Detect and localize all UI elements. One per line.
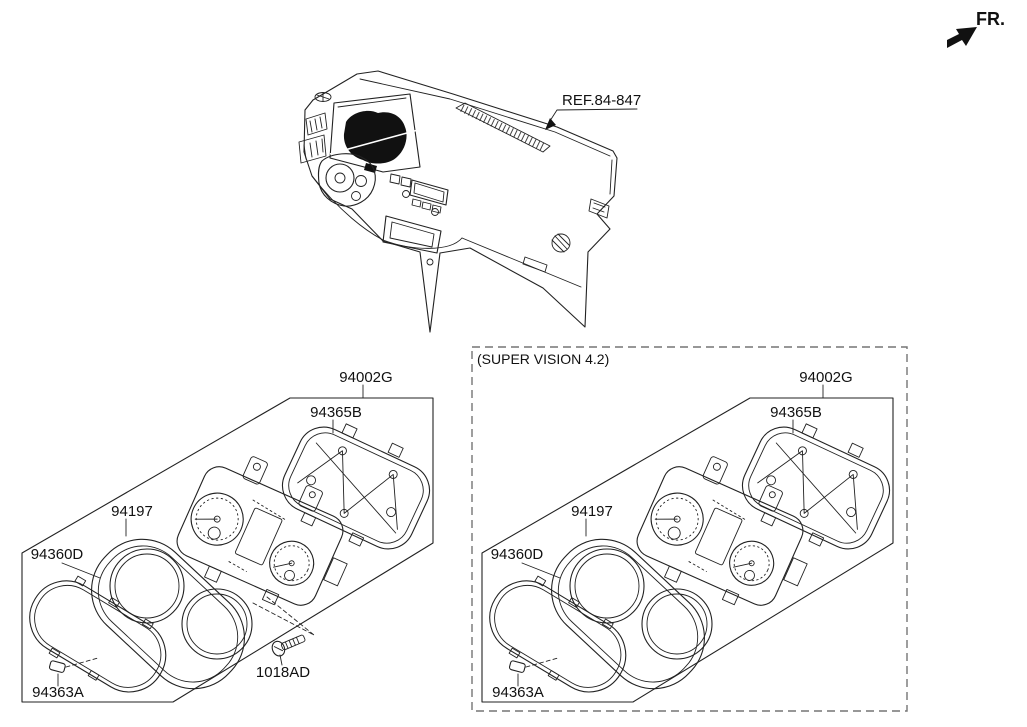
ref-label: REF.84-847 (562, 92, 641, 109)
part-label-assembly: 94002G (799, 369, 852, 386)
ref-arrowhead-icon (545, 118, 556, 130)
part-label-assembly: 94002G (339, 369, 392, 386)
fr-indicator: FR. (947, 9, 1005, 48)
steering-column (317, 153, 434, 266)
dash-top-vent (314, 92, 332, 102)
side-vents (298, 112, 328, 164)
cluster-group-supervision: 94002G 94365B 94197 94360D 94363A (474, 369, 904, 710)
part-label-rear-cover: 94365B (310, 404, 362, 421)
part-label-clip: 94363A (32, 684, 84, 701)
part-label-bezel: 94197 (111, 503, 153, 520)
part-label-bezel: 94197 (571, 503, 613, 520)
defroster-vent-strip (455, 102, 551, 153)
ref-callout: REF.84-847 (545, 92, 641, 130)
supervision-section: (SUPER VISION 4.2) (471, 346, 908, 712)
part-label-lens: 94360D (491, 546, 544, 563)
fr-label: FR. (976, 9, 1005, 29)
part-label-screw: 1018AD (256, 664, 310, 681)
supervision-caption: (SUPER VISION 4.2) (477, 351, 609, 367)
cluster-group-standard: 94002G 94365B 94197 94360D 94363A 1018AD (14, 369, 444, 710)
part-label-lens: 94360D (31, 546, 84, 563)
fr-arrow-icon (947, 27, 977, 48)
part-label-clip: 94363A (492, 684, 544, 701)
center-stack (382, 173, 449, 254)
part-label-rear-cover: 94365B (770, 404, 822, 421)
screw-1018ad-drawing (252, 596, 315, 666)
supervision-border (471, 346, 908, 712)
passenger-side-details (551, 159, 613, 253)
dashboard-illustration: REF.84-847 (298, 70, 641, 333)
instrument-cluster-silhouette (329, 110, 419, 173)
